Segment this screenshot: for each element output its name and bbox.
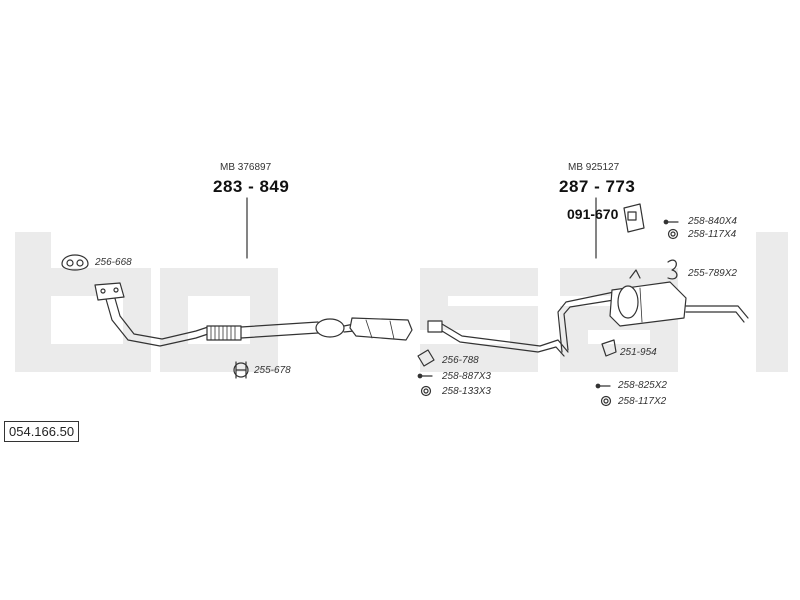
front-ref-number: MB 376897 <box>220 162 272 173</box>
front-group-code: 283 - 849 <box>213 177 290 196</box>
callout-258-117x4: 258-117X4 <box>688 229 737 240</box>
callout-258-825x2: 258-825X2 <box>618 380 667 391</box>
rubber-hanger-icon <box>667 259 678 280</box>
bracket-icon <box>601 339 617 357</box>
front-silencer <box>349 317 413 341</box>
callout-258-840x4: 258-840X4 <box>688 216 737 227</box>
front-resonator <box>315 318 345 338</box>
callout-255-789x2: 255-789X2 <box>688 268 737 279</box>
ring-gasket-icon <box>417 349 435 367</box>
pipe-clamp <box>427 320 443 333</box>
front-pipe <box>103 291 209 347</box>
mounting-kit-code: 091-670 <box>567 206 619 222</box>
nut-icon <box>420 385 432 397</box>
callout-256-668: 256-668 <box>95 257 132 268</box>
callout-258-133x3: 258-133X3 <box>442 386 491 397</box>
gasket-icon <box>61 254 89 271</box>
rear-group-code: 287 - 773 <box>559 177 636 196</box>
callout-251-954: 251-954 <box>620 347 657 358</box>
callout-258-887x3: 258-887X3 <box>442 371 491 382</box>
flex-pipe <box>206 325 242 341</box>
callout-255-678: 255-678 <box>254 365 291 376</box>
callout-258-117x2: 258-117X2 <box>618 396 667 407</box>
nut-icon-3 <box>600 395 612 407</box>
rear-ref-number: MB 925127 <box>568 162 620 173</box>
mounting-kit-icon <box>623 203 645 233</box>
front-flange <box>94 282 125 301</box>
part-number-label: 054.166.50 <box>4 421 80 442</box>
callout-256-788: 256-788 <box>442 355 479 366</box>
nut-icon-2 <box>667 228 679 240</box>
